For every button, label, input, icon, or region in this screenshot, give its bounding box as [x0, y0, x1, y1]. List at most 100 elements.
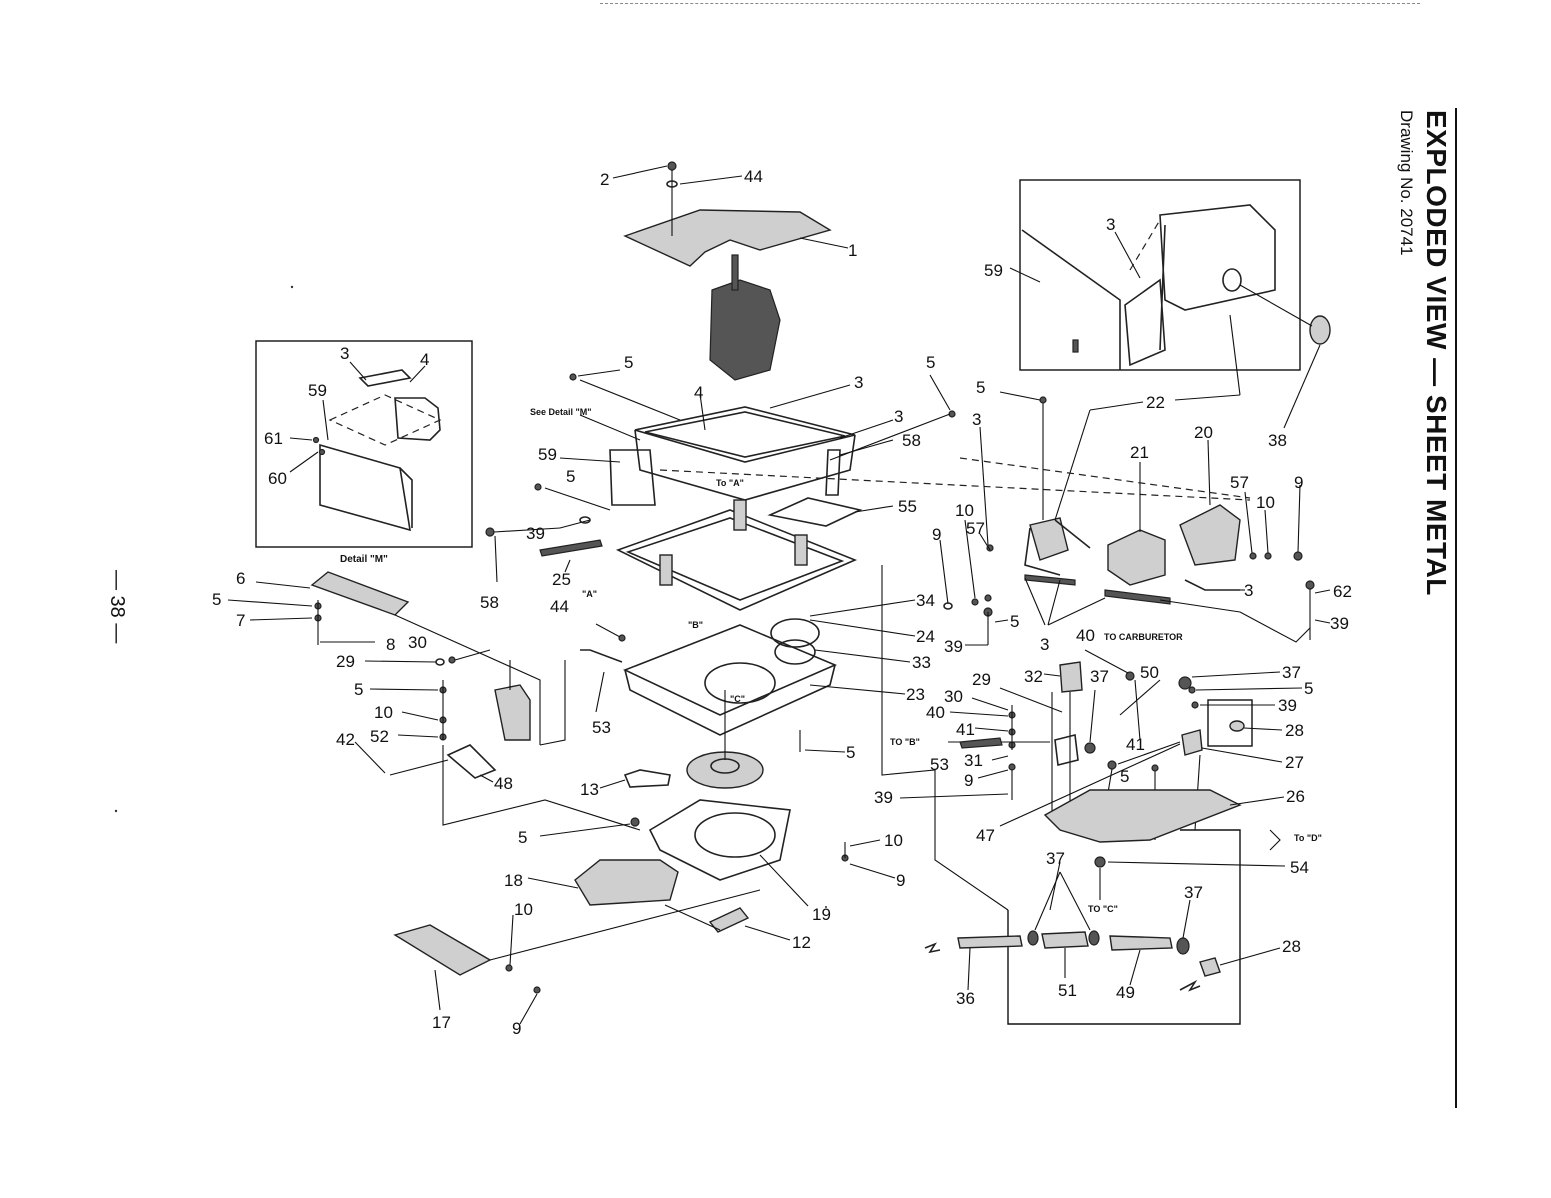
callout-4a: 4	[694, 383, 703, 402]
right-assembly	[939, 314, 1331, 646]
callout-24: 24	[916, 627, 935, 646]
callout-5a: 5	[624, 353, 633, 372]
top-baffle-plate	[623, 209, 832, 267]
callout-10b: 10	[514, 900, 533, 919]
inset-panel-edge	[1021, 229, 1121, 370]
callout-9c: 9	[1294, 473, 1303, 492]
shroud-20	[1179, 504, 1241, 566]
top-edge-rule	[600, 3, 1420, 4]
callout-54: 54	[1290, 858, 1309, 877]
callout-6: 6	[236, 569, 245, 588]
to-b-label: TO "B"	[890, 737, 920, 747]
callout-d3: 3	[340, 344, 349, 363]
inset-shroud	[1159, 204, 1276, 311]
callout-d4: 4	[420, 350, 429, 369]
to-carburetor-label: TO CARBURETOR	[1104, 632, 1183, 642]
callout-7: 7	[236, 611, 245, 630]
title-rule	[1455, 108, 1457, 1108]
upper-housing-bracket	[609, 449, 656, 506]
part-13	[623, 769, 671, 788]
callout-20: 20	[1194, 423, 1213, 442]
wire-53	[580, 649, 623, 663]
callout-18: 18	[504, 871, 523, 890]
frame-ring	[615, 509, 858, 611]
page-number: — 38 —	[106, 570, 128, 644]
callout-21: 21	[1130, 443, 1149, 462]
inset-top-right	[1009, 179, 1301, 371]
inset-shroud-side	[1159, 224, 1166, 351]
callout-5e: 5	[518, 828, 527, 847]
to-a-label: To "A"	[716, 478, 744, 488]
detail-m-screw	[312, 436, 320, 444]
callout-29a: 29	[336, 652, 355, 671]
a-label: "A"	[582, 589, 597, 599]
callout-44a: 44	[744, 167, 763, 186]
bracket-6	[310, 571, 410, 616]
hose-36	[957, 935, 1023, 949]
callout-28b: 28	[1282, 937, 1301, 956]
link-3	[1184, 579, 1240, 591]
callout-13: 13	[580, 780, 599, 799]
callout-52: 52	[370, 727, 389, 746]
detail-m-panel	[319, 443, 411, 532]
cover-17	[393, 924, 492, 976]
detail-m-clip	[394, 397, 441, 441]
callout-10d: 10	[1256, 493, 1275, 512]
callout-17: 17	[432, 1013, 451, 1032]
middle-frame	[485, 483, 894, 611]
callout-37b: 37	[1282, 663, 1301, 682]
callout-22: 22	[1146, 393, 1165, 412]
callout-2: 2	[600, 170, 609, 189]
callout-23: 23	[906, 685, 925, 704]
callout-19: 19	[812, 905, 831, 924]
fitting-51	[1041, 931, 1089, 949]
blower-housing-19	[648, 799, 791, 881]
base-pan-walls	[624, 664, 836, 736]
callout-40a: 40	[1076, 626, 1095, 645]
callout-5k: 5	[1120, 767, 1129, 786]
shroud-22	[1029, 517, 1069, 561]
callout-5b: 5	[926, 353, 935, 372]
callout-39e: 39	[874, 788, 893, 807]
top-baffle-group	[612, 161, 849, 381]
callout-i3: 3	[1106, 215, 1115, 234]
callout-39b: 39	[1330, 614, 1349, 633]
callout-5c: 5	[566, 467, 575, 486]
callout-39a: 39	[526, 524, 545, 543]
spring-25	[539, 539, 603, 557]
fuel-line-frame	[1007, 829, 1241, 1025]
detail-m-label: Detail "M"	[340, 554, 388, 565]
bracket-55	[767, 497, 863, 527]
callout-51: 51	[1058, 981, 1077, 1000]
tray-26	[1043, 789, 1242, 843]
detail-m-panel-edge	[399, 467, 413, 528]
detail-m-inset	[255, 340, 473, 548]
callout-32: 32	[1024, 667, 1043, 686]
callout-58b: 58	[480, 593, 499, 612]
callout-36: 36	[956, 989, 975, 1008]
callout-8: 8	[386, 635, 395, 654]
callout-37c: 37	[1046, 849, 1065, 868]
callout-3d: 3	[1244, 581, 1253, 600]
left-bracket-group	[227, 571, 641, 831]
part-28-box	[1207, 699, 1253, 747]
callout-3b: 3	[894, 407, 903, 426]
callout-40b: 40	[926, 703, 945, 722]
dashed-line-to-a	[659, 469, 1251, 501]
heater-18	[574, 859, 679, 906]
callout-5h: 5	[976, 378, 985, 397]
base-pan	[580, 599, 916, 753]
valve-27	[1181, 729, 1203, 756]
callout-37a: 37	[1090, 667, 1109, 686]
callout-53a: 53	[592, 718, 611, 737]
callout-50: 50	[1140, 663, 1159, 682]
detail-m-bracket	[358, 369, 412, 387]
inset-slot	[1072, 339, 1079, 353]
callout-5j: 5	[1304, 679, 1313, 698]
callout-62: 62	[1333, 582, 1352, 601]
callout-3c: 3	[972, 410, 981, 429]
break-left	[924, 942, 941, 954]
gasket-24	[770, 618, 820, 648]
callout-30a: 30	[408, 633, 427, 652]
